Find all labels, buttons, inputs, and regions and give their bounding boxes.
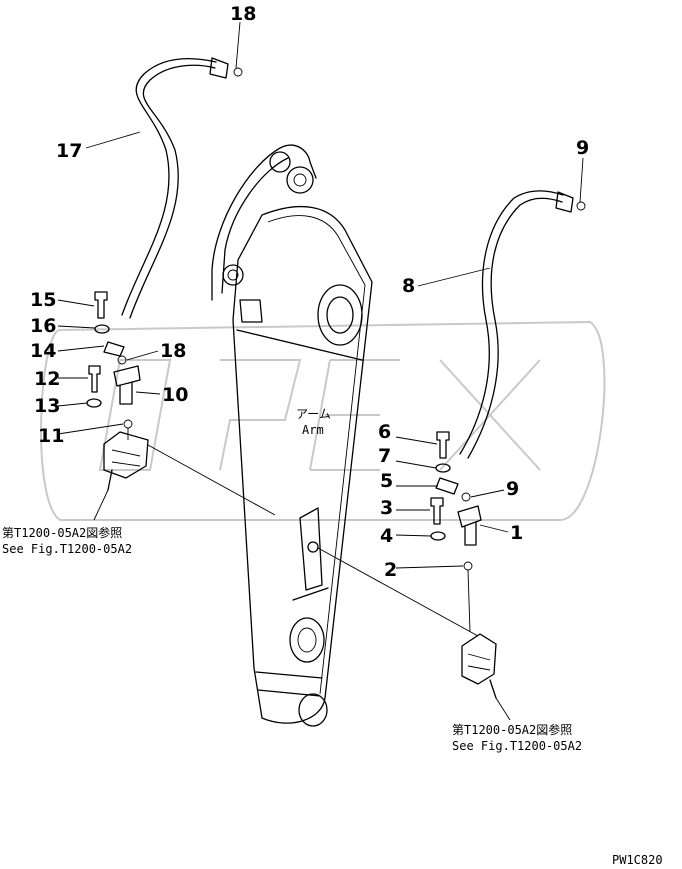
callout-9-top: 9 (576, 137, 589, 159)
callout-18-top: 18 (230, 3, 256, 25)
callout-18-mid: 18 (160, 340, 186, 362)
callout-16: 16 (30, 315, 56, 337)
callout-3: 3 (380, 497, 393, 519)
reference-right-en: See Fig.T1200-05A2 (452, 739, 582, 753)
callout-13: 13 (34, 395, 60, 417)
arm-label-en: Arm (302, 423, 324, 437)
callout-12: 12 (34, 368, 60, 390)
callout-14: 14 (30, 340, 56, 362)
callout-11: 11 (38, 425, 64, 447)
callout-17: 17 (56, 140, 82, 162)
callout-7: 7 (378, 445, 391, 467)
callout-9-mid: 9 (506, 478, 519, 500)
reference-left-jp: 第T1200-05A2図参照 (2, 525, 122, 540)
leader-lines (57, 21, 584, 721)
arm-body (211, 144, 373, 727)
reference-left-en: See Fig.T1200-05A2 (2, 542, 132, 556)
reference-right-jp: 第T1200-05A2図参照 (452, 722, 572, 737)
callout-5: 5 (380, 470, 393, 492)
callout-15: 15 (30, 289, 56, 311)
hose-17 (121, 57, 243, 319)
left-hardware (86, 291, 276, 516)
callout-8: 8 (402, 275, 415, 297)
callout-6: 6 (378, 421, 391, 443)
hose-8 (459, 190, 586, 459)
callout-10: 10 (162, 384, 188, 406)
arm-label-jp: アーム (296, 407, 331, 421)
callout-1: 1 (510, 522, 523, 544)
callout-4: 4 (380, 525, 393, 547)
callout-2: 2 (384, 559, 397, 581)
figure-code: PW1C820 (612, 853, 663, 867)
watermark-logo (40, 320, 606, 521)
